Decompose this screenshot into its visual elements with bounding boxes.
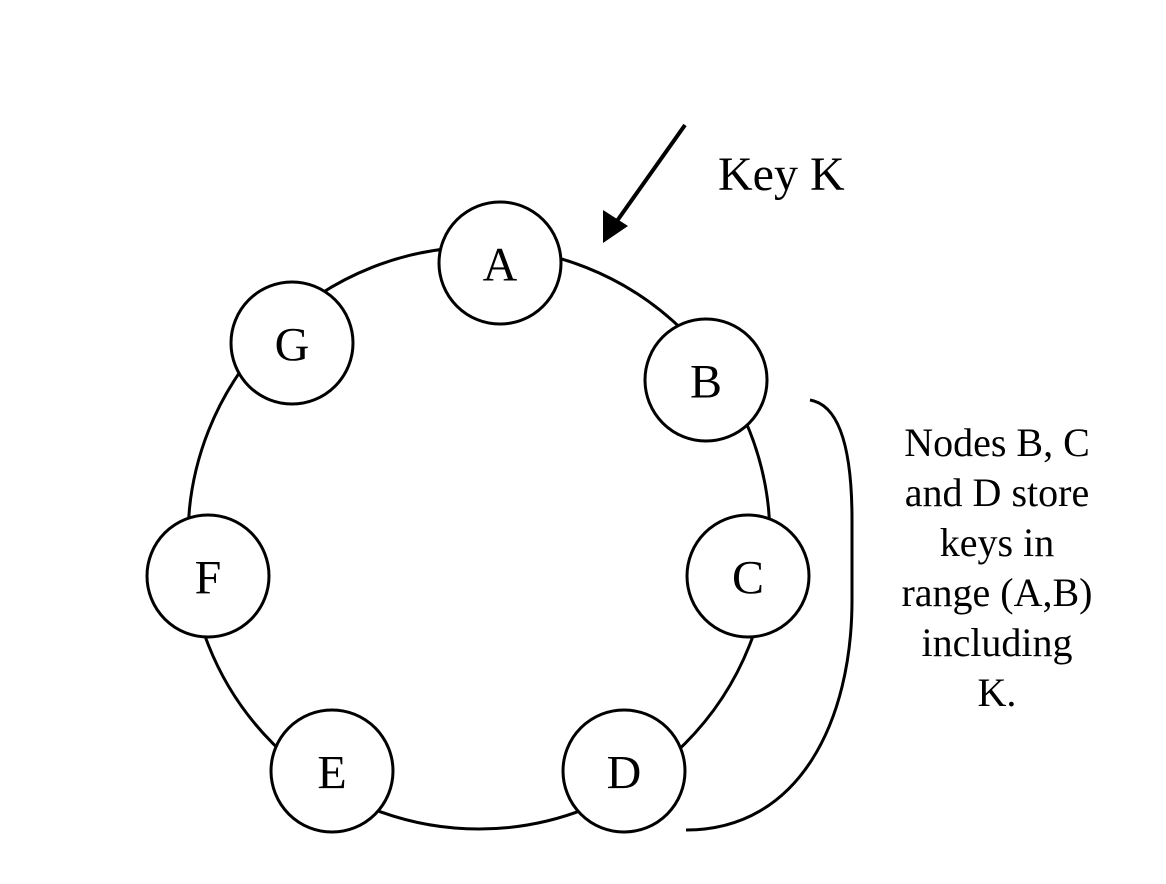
- node-label: D: [607, 747, 642, 800]
- key-arrowhead: [603, 210, 628, 243]
- node-label: A: [483, 239, 518, 292]
- node-label: E: [317, 747, 346, 800]
- note-line: K.: [977, 670, 1017, 715]
- note-line: and D store: [904, 470, 1090, 515]
- note-line: range (A,B): [901, 570, 1093, 615]
- node-circle: [643, 317, 769, 443]
- node-circle: [437, 200, 563, 326]
- key-label: Key K: [718, 148, 845, 201]
- node-label: B: [690, 356, 722, 409]
- node-g: G: [229, 280, 355, 406]
- key-arrow: [610, 123, 687, 230]
- node-a: A: [437, 200, 563, 326]
- node-e: E: [269, 708, 395, 834]
- note-line: Nodes B, C: [904, 420, 1090, 465]
- node-label: C: [732, 552, 764, 605]
- node-circle: [269, 708, 395, 834]
- node-b: B: [643, 317, 769, 443]
- node-label: G: [275, 319, 310, 372]
- node-circle: [685, 513, 811, 639]
- replication-note: Nodes B, C and D store keys in range (A,…: [872, 418, 1122, 718]
- node-d: D: [561, 708, 687, 834]
- node-f: F: [145, 513, 271, 639]
- note-line: including: [921, 620, 1073, 665]
- node-circle: [561, 708, 687, 834]
- note-line: keys in: [939, 520, 1055, 565]
- node-label: F: [195, 552, 222, 605]
- node-c: C: [685, 513, 811, 639]
- node-circle: [229, 280, 355, 406]
- replica-bracket: [685, 398, 854, 832]
- node-circle: [145, 513, 271, 639]
